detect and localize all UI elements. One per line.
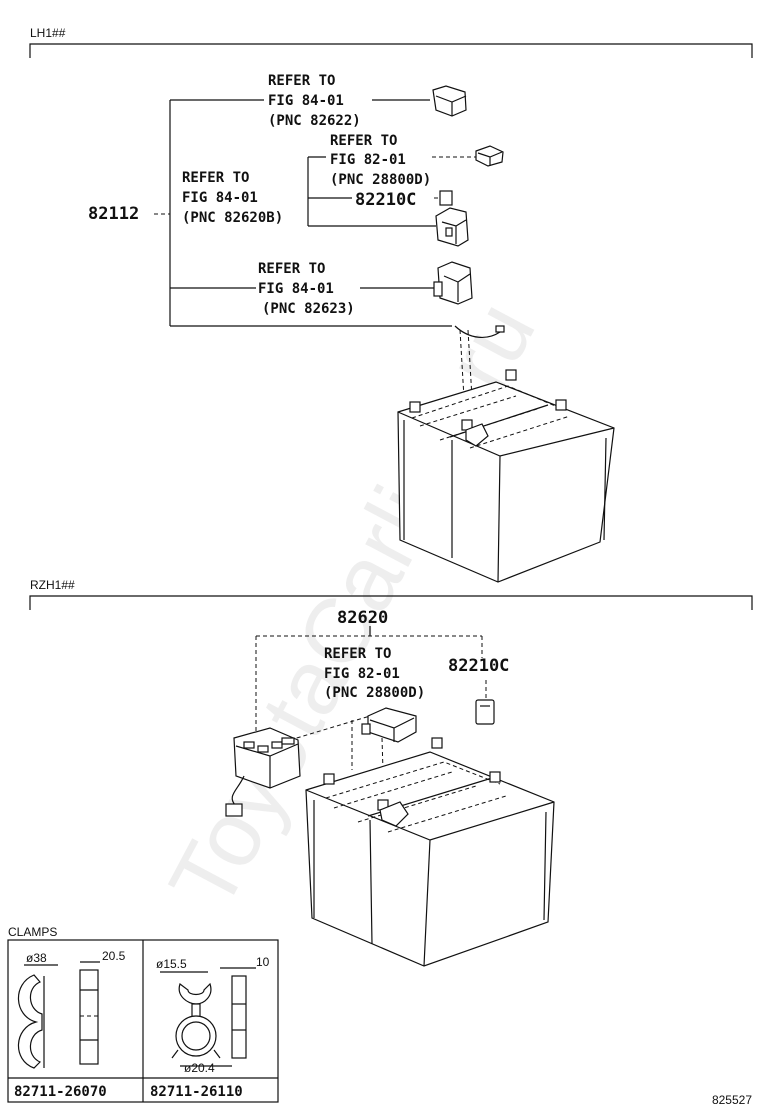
refer-d-line3: (PNC 82623) (262, 301, 355, 317)
refer-b-line2: FIG 82-01 (330, 152, 406, 168)
part-82112[interactable]: 82112 (88, 204, 139, 224)
refer-a-line3: (PNC 82622) (268, 113, 361, 129)
wire-terminal-lh (454, 325, 505, 338)
clamp-right-diameter-top: ø15.5 (156, 957, 187, 971)
fuse-block-82620[interactable] (225, 727, 301, 817)
part-82620[interactable]: 82620 (337, 608, 388, 628)
part-82210c-icon-lh[interactable] (439, 190, 453, 206)
section-label-rzh: RZH1## (30, 578, 75, 592)
refer-rzh-line3: (PNC 28800D) (324, 685, 425, 701)
section-label-clamps: CLAMPS (8, 925, 57, 939)
refer-rzh-line2: FIG 82-01 (324, 666, 400, 682)
clamp-right-part-no[interactable]: 82711-26110 (150, 1084, 243, 1100)
refer-rzh-line1: REFER TO (324, 646, 391, 662)
refer-d-callout[interactable]: REFER TO FIG 84-01 (PNC 82623) (258, 261, 355, 317)
refer-a-callout[interactable]: REFER TO FIG 84-01 (PNC 82622) (268, 73, 361, 129)
clamp-82711-26110-drawing[interactable] (160, 967, 256, 1067)
refer-a-line2: FIG 84-01 (268, 93, 344, 109)
refer-d-line2: FIG 84-01 (258, 281, 334, 297)
clamps-table (7, 939, 279, 1103)
refer-b-callout[interactable]: REFER TO FIG 82-01 (PNC 28800D) (330, 133, 431, 188)
part-82210c-lh[interactable]: 82210C (355, 190, 416, 210)
refer-a-line1: REFER TO (268, 73, 335, 89)
clamp-left-part-no[interactable]: 82711-26070 (14, 1084, 107, 1100)
part-28800d-icon-rzh[interactable] (361, 707, 417, 743)
refer-c-line1: REFER TO (182, 170, 249, 186)
part-82210c-rzh[interactable]: 82210C (448, 656, 509, 676)
rzh-leader-lines (255, 626, 487, 805)
refer-c-callout[interactable]: REFER TO FIG 84-01 (PNC 82620B) (182, 170, 283, 226)
refer-b-line1: REFER TO (330, 133, 397, 149)
section-frame-rzh (29, 595, 753, 610)
refer-b-line3: (PNC 28800D) (330, 172, 431, 188)
part-82620b-icon[interactable] (435, 207, 469, 247)
battery-lh[interactable] (397, 369, 615, 583)
part-82623-icon[interactable] (433, 261, 473, 305)
section-label-lh: LH1## (30, 26, 66, 40)
section-frame-lh (29, 43, 753, 58)
clamp-right-diameter-bottom: ø20.4 (184, 1061, 215, 1075)
part-82622-icon[interactable] (432, 85, 467, 117)
lh-leader-lines (154, 99, 476, 433)
clamp-82711-26070-drawing[interactable] (17, 961, 100, 1069)
refer-c-line3: (PNC 82620B) (182, 210, 283, 226)
battery-rzh[interactable] (305, 737, 555, 967)
refer-c-line2: FIG 84-01 (182, 190, 258, 206)
clamp-left-diameter: ø38 (26, 951, 47, 965)
clamp-right-width: 10 (256, 955, 270, 969)
part-28800d-icon-lh[interactable] (475, 145, 504, 167)
clamp-left-width: 20.5 (102, 949, 126, 963)
refer-d-line1: REFER TO (258, 261, 325, 277)
diagram-number: 825527 (712, 1093, 752, 1107)
refer-rzh-callout[interactable]: REFER TO FIG 82-01 (PNC 28800D) (324, 646, 425, 701)
part-82210c-icon-rzh[interactable] (475, 699, 495, 725)
